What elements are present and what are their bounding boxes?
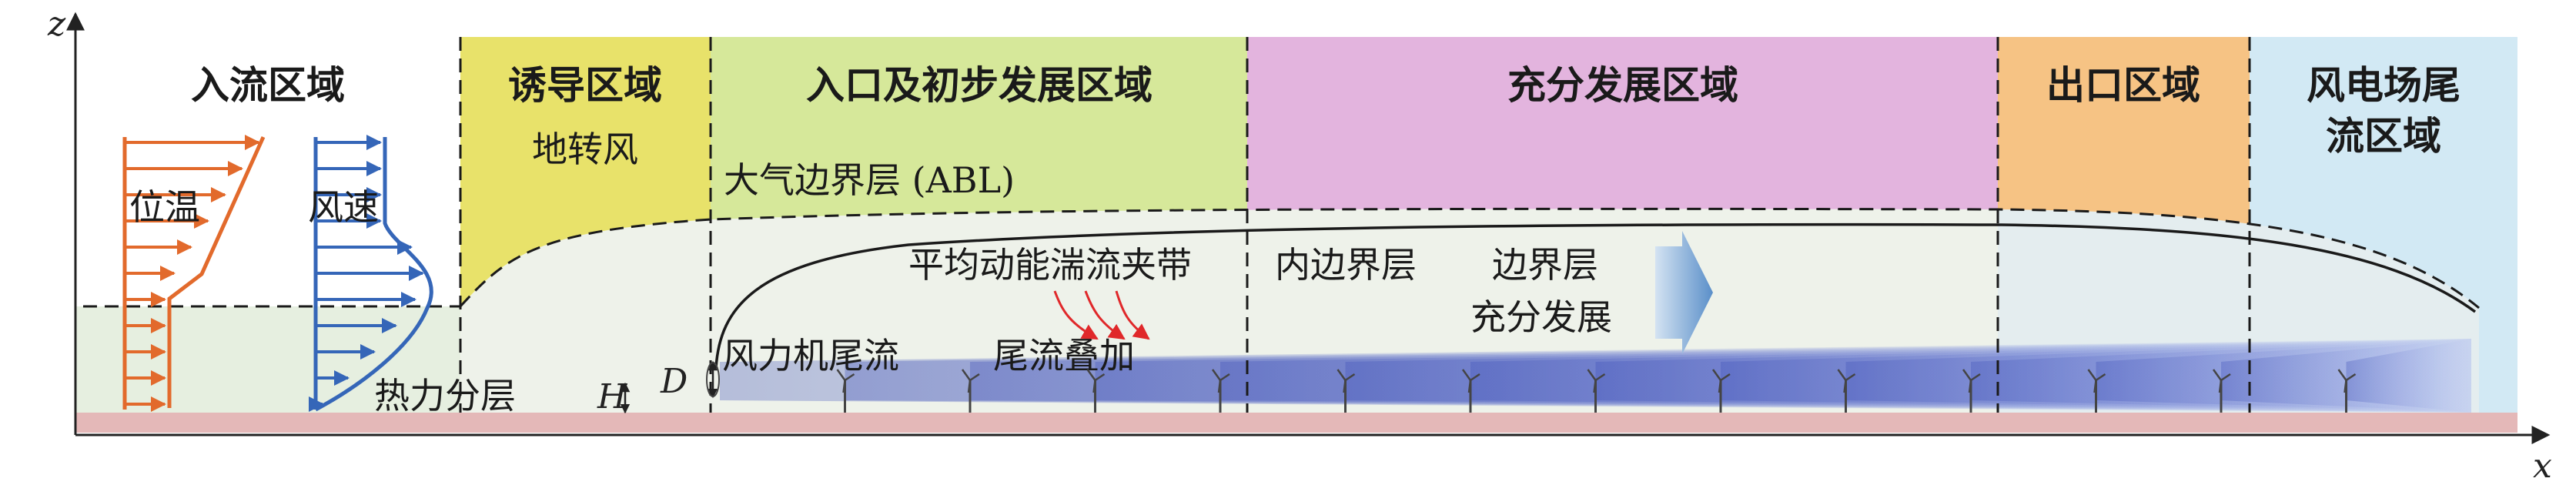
wind-speed-label: 风速: [308, 186, 379, 228]
development-arrow: [1655, 231, 1713, 354]
entrainment-label: 平均动能湍流夹带: [908, 244, 1192, 286]
entrance-region-title: 入口及初步发展区域: [806, 62, 1153, 108]
turbine-wake-label: 风力机尾流: [722, 335, 899, 376]
wind-turbine-icon: [2087, 369, 2106, 413]
wind-turbine-icon: [1337, 369, 1356, 413]
wind-turbine-icon: [1211, 369, 1230, 413]
abl-top-line: [459, 207, 2480, 309]
potential-temperature-label: 位温: [129, 186, 200, 228]
wake-region-title-line1: 风电场尾: [2307, 62, 2461, 108]
wind-speed-profile: [309, 135, 433, 412]
potential-temperature-profile: [122, 135, 266, 412]
wind-turbine-icon: [836, 369, 855, 413]
wind-turbine-icon: [961, 369, 980, 413]
wind-turbine-icon: [1711, 369, 1731, 413]
hub-height-label: H: [597, 377, 628, 416]
wind-turbine-icon: [1461, 369, 1480, 413]
first-rotor-disk: [706, 362, 720, 397]
rotor-diameter-label: D: [660, 362, 687, 401]
entrainment-arrow-1: [1053, 290, 1099, 340]
wind-turbine-icon: [1587, 369, 1606, 413]
wind-turbine-icon: [1086, 369, 1106, 413]
turbine-wake: [2346, 339, 2471, 413]
developed-region-title: 充分发展区域: [1507, 62, 1738, 108]
wake-superposition-label: 尾流叠加: [993, 335, 1135, 376]
z-axis-label: z: [47, 5, 66, 44]
induction-region-title: 诱导区域: [508, 62, 662, 108]
geostrophic-wind-label: 地转风: [532, 129, 638, 170]
entrainment-arrow-3: [1115, 290, 1150, 340]
entrainment-arrow-2: [1084, 290, 1126, 340]
internal-boundary-layer-line: [714, 222, 2477, 369]
wind-turbine-icon: [2212, 369, 2231, 413]
exit-region-title: 出口区域: [2046, 62, 2200, 108]
inflow-region-title: 入流区域: [191, 62, 345, 108]
boundary-layer-label-line1: 边界层: [1492, 244, 1598, 286]
wind-turbine-icon: [1837, 369, 1856, 413]
pt-profile-curve: [167, 135, 266, 408]
region-dividers: [459, 37, 2251, 413]
wake-region-title-line2: 流区域: [2326, 113, 2441, 159]
x-axis-label: x: [2533, 447, 2552, 486]
wind-turbine-icon: [2337, 369, 2357, 413]
internal-boundary-layer-label: 内边界层: [1275, 244, 1417, 286]
boundary-layer-label-line2: 充分发展: [1470, 296, 1612, 338]
inflow-free-atmosphere-bg: [75, 37, 460, 306]
wind-turbine-icon: [1962, 369, 1981, 413]
turbine-row: [836, 369, 2357, 413]
abl-label: 大气边界层 (ABL): [724, 159, 1015, 201]
ground-surface: [75, 413, 2517, 433]
thermal-stratification-label: 热力分层: [374, 375, 516, 416]
